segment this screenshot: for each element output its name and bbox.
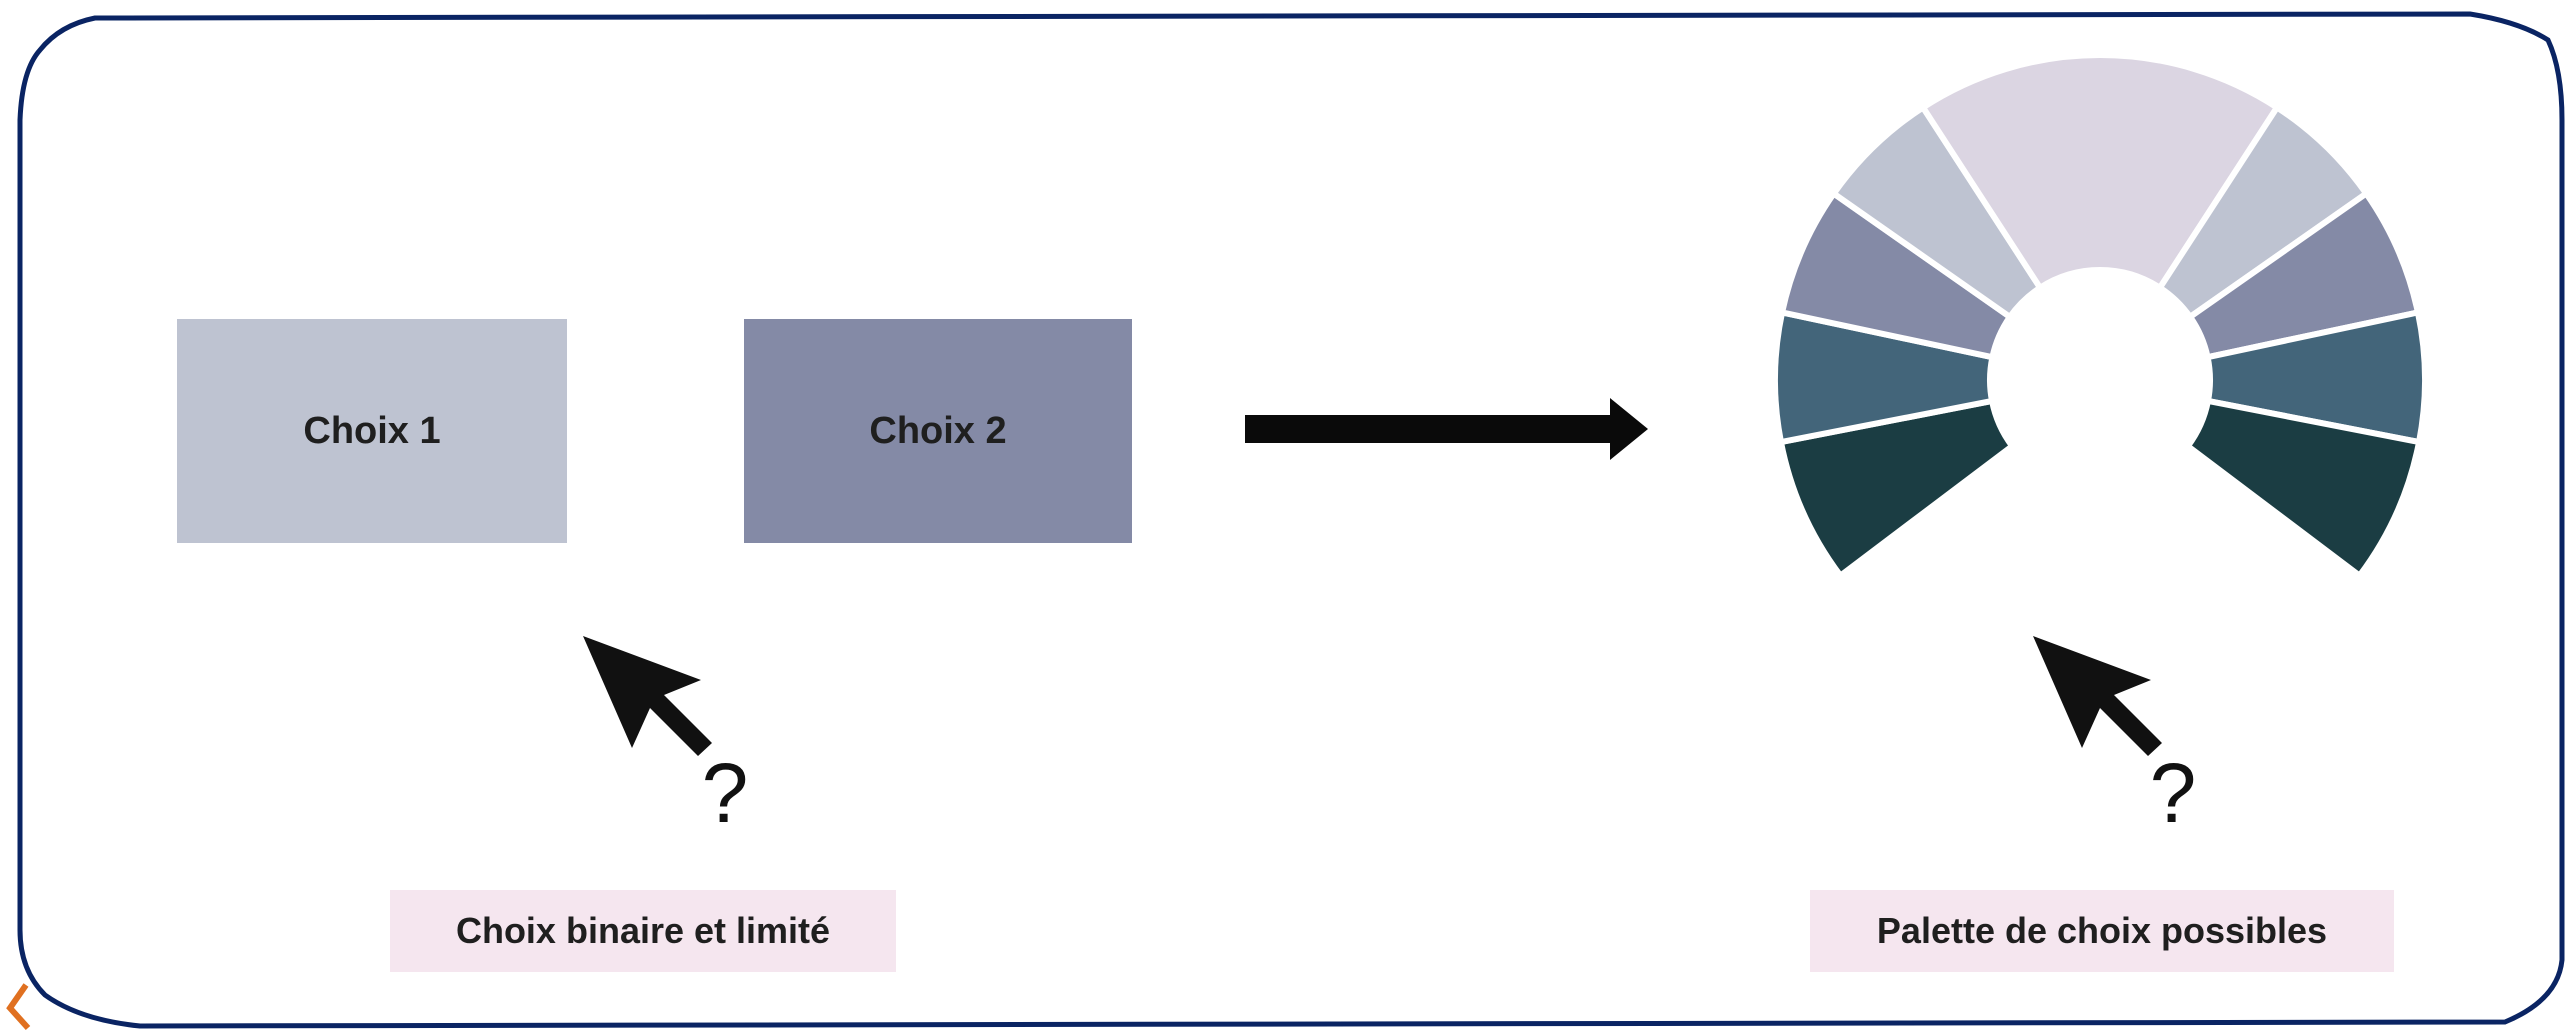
caption-palette-choices: Palette de choix possibles	[1810, 890, 2394, 972]
choice-2-label: Choix 2	[869, 409, 1007, 452]
frame-border	[17, 11, 2565, 1029]
cursor-icon-right	[2033, 636, 2162, 756]
color-palette-arc	[1772, 52, 2428, 580]
question-mark-right: ?	[2150, 746, 2197, 840]
cursor-icon-left	[583, 636, 712, 756]
question-mark-left: ?	[702, 746, 749, 840]
right-arrow-icon	[1245, 398, 1648, 460]
palette-segment	[1918, 52, 2282, 292]
palette-segment	[2183, 397, 2423, 580]
corner-mark	[6, 983, 31, 1031]
choice-1-box	[177, 319, 567, 543]
choice-2-box	[744, 319, 1132, 543]
choice-1-label: Choix 1	[303, 409, 441, 452]
caption-binary-choice: Choix binaire et limité	[390, 890, 896, 972]
